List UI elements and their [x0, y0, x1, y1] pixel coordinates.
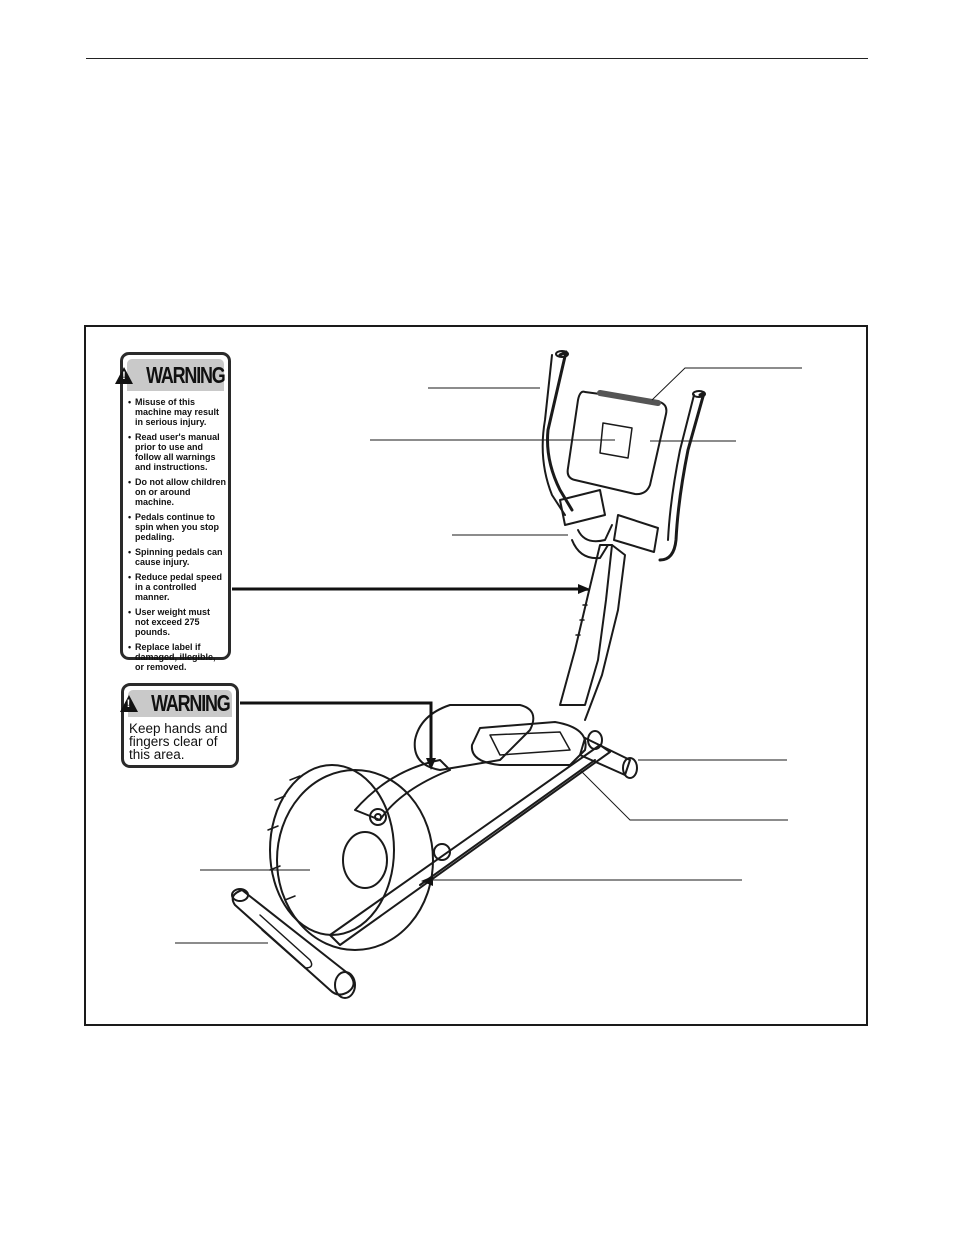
warning-list: Misuse of this machine may result in ser…: [123, 397, 228, 672]
front-handle: [259, 914, 313, 969]
upright-post-rear: [584, 544, 626, 721]
figure-frame: [84, 325, 868, 1026]
pedal-arm: [354, 759, 451, 821]
warning-label-small-header: WARNING: [119, 690, 232, 717]
warning-triangle-icon: [119, 695, 138, 712]
arrowhead-frame-rail: [421, 876, 433, 886]
frame-rail: [329, 744, 611, 946]
callout-line-pedal: [579, 769, 788, 821]
console: [566, 390, 668, 496]
console-display: [599, 422, 633, 459]
bottle-holder: [571, 539, 609, 560]
warning-label-small-text: Keep hands and fingers clear of this are…: [129, 721, 228, 762]
warning-label-large-header: WARNING: [115, 359, 226, 391]
warning-item: Spinning pedals can cause injury.: [128, 547, 226, 567]
warning-item: Replace label if damaged, illegible, or …: [128, 642, 226, 672]
left-grip: [559, 489, 606, 526]
arrowhead-pedal-arm: [426, 758, 436, 770]
upright-post: [559, 544, 613, 706]
warning-label-large-title: WARNING: [146, 361, 226, 388]
warning-triangle-icon: [115, 366, 134, 384]
left-pedal: [413, 704, 535, 771]
warning-label-small: WARNING Keep hands and fingers clear of …: [119, 683, 239, 768]
warning-item: Read user's manual prior to use and foll…: [128, 432, 226, 472]
warning-label-small-title: WARNING: [150, 690, 231, 716]
arrowhead-upright: [578, 584, 590, 594]
warning-arrow-pedal-arm: [240, 701, 433, 760]
flywheel-cover: [269, 764, 395, 936]
left-handlebar: [546, 350, 574, 512]
warning-item: Reduce pedal speed in a controlled manne…: [128, 572, 226, 602]
right-handlebar: [658, 391, 706, 562]
warning-item: User weight must not exceed 275 pounds.: [128, 607, 226, 637]
warning-item: Misuse of this machine may result in ser…: [128, 397, 226, 427]
warning-item: Do not allow children on or around machi…: [128, 477, 226, 507]
right-grip: [613, 514, 659, 553]
right-pedal: [470, 721, 587, 766]
warning-item: Pedals continue to spin when you stop pe…: [128, 512, 226, 542]
warning-label-large: WARNING Misuse of this machine may resul…: [115, 352, 231, 672]
callout-line-console-top: [651, 367, 802, 401]
header-rule: [86, 58, 868, 59]
